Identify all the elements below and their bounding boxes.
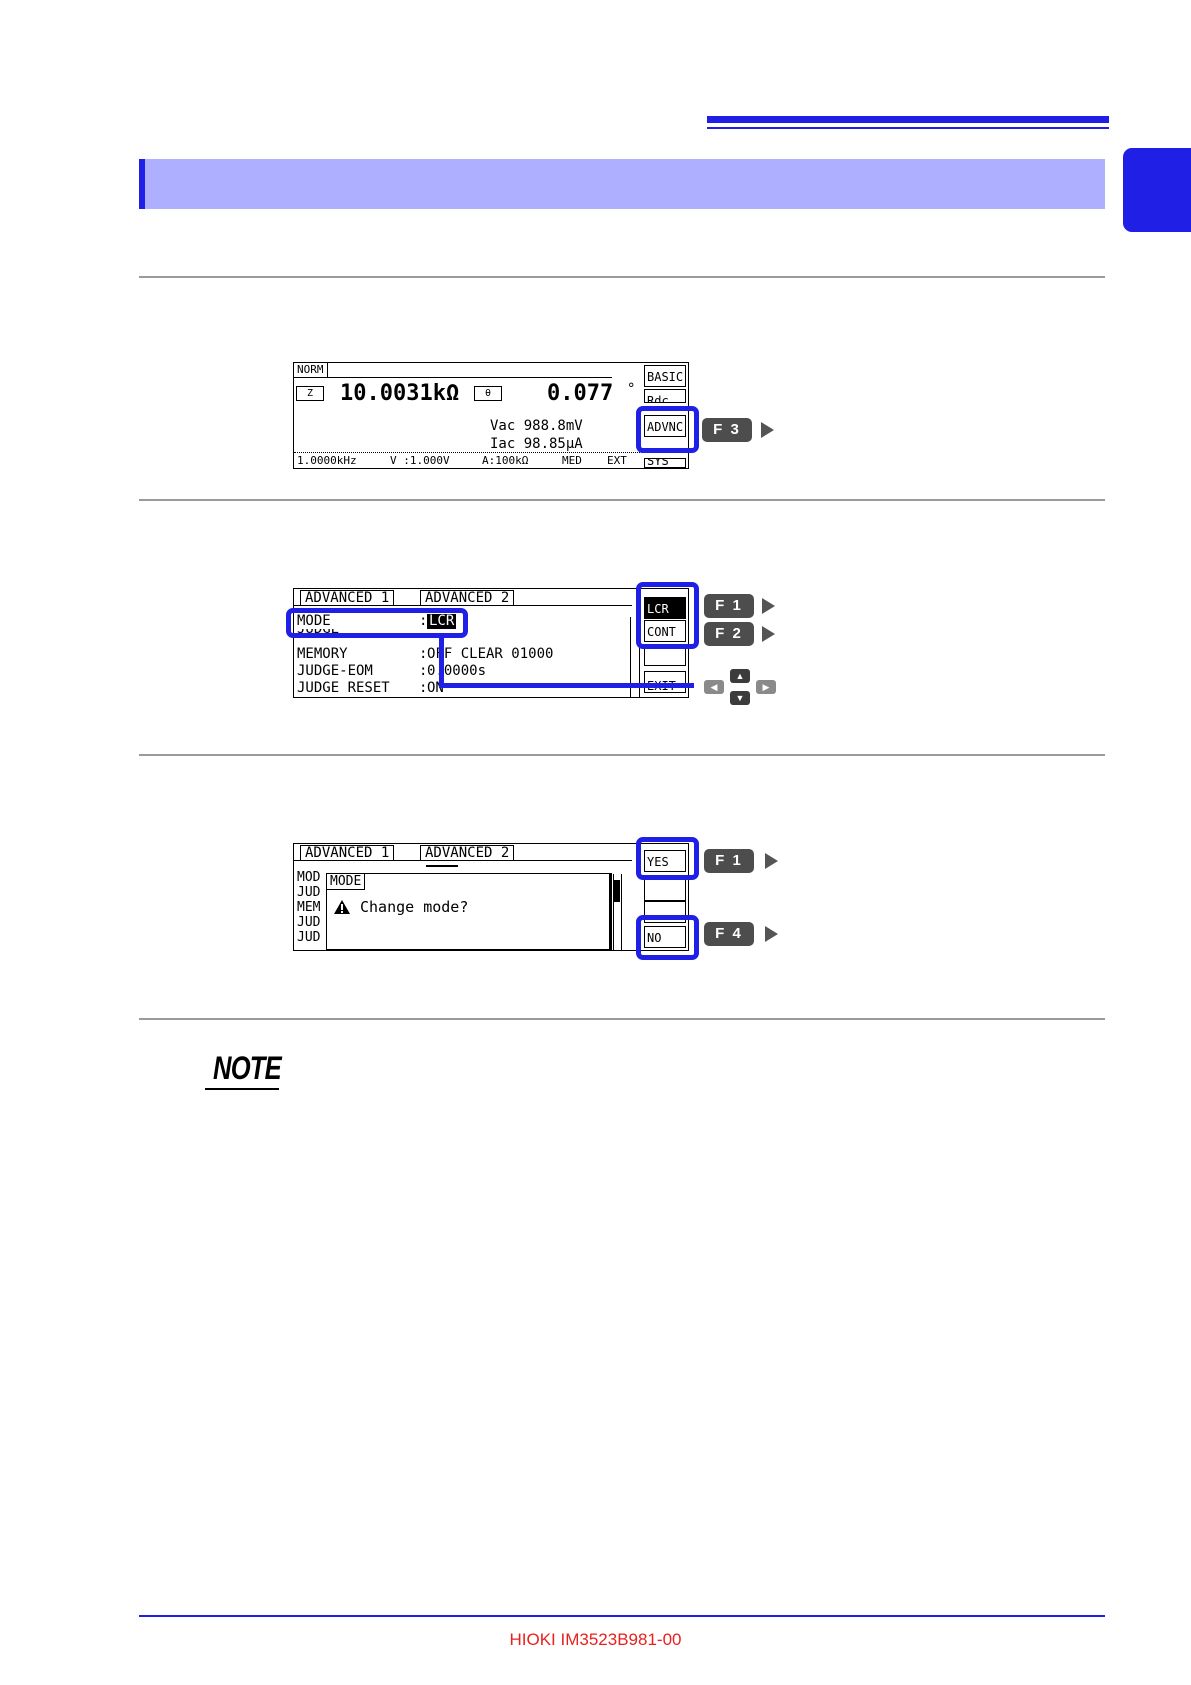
up-arrow-key-icon[interactable]: ▲ <box>730 669 750 683</box>
note-label: NOTE <box>213 1050 282 1086</box>
tab-underline <box>294 860 632 861</box>
row-label-1: MOD <box>297 870 321 885</box>
f1-arrow-icon <box>762 598 775 614</box>
section-title-band-edge <box>139 159 145 209</box>
softkey-rdc[interactable]: Rdc <box>644 389 686 403</box>
row-label-3: MEM <box>297 900 321 915</box>
connector-horizontal <box>439 683 694 688</box>
advnc-highlight <box>636 406 699 453</box>
f1-key[interactable]: F 1 <box>704 849 754 873</box>
row-label-4: JUD <box>297 915 321 930</box>
confirm-screen: ADVANCED 1 ADVANCED 2 MOD JUD MEM JUD JU… <box>293 843 689 951</box>
lcr-cont-highlight <box>636 582 699 649</box>
section-title-band <box>139 159 1105 209</box>
down-arrow-key-icon[interactable]: ▼ <box>730 691 750 705</box>
row-judge-eom-label: JUDGE-EOM <box>297 663 373 679</box>
softkey-cont[interactable]: CONT <box>644 620 686 642</box>
status-trigger: EXT <box>607 454 627 467</box>
softkey-yes[interactable]: YES <box>644 850 686 872</box>
param2-unit: ° <box>627 381 636 397</box>
row-judge-reset-sep: : <box>419 680 428 696</box>
header-rule-thin <box>707 127 1109 129</box>
f3-arrow-icon <box>761 422 774 438</box>
change-mode-dialog: MODE Change mode? <box>326 873 612 950</box>
f2-key[interactable]: F 2 <box>704 622 754 646</box>
yes-highlight <box>636 837 699 880</box>
step-separator-1 <box>139 276 1105 278</box>
softkey-sys[interactable]: SYS <box>644 458 686 468</box>
status-frequency: 1.0000kHz <box>297 454 357 467</box>
row-judge-eom-sep: : <box>419 663 428 679</box>
right-arrow-key-icon[interactable]: ▶ <box>756 680 776 694</box>
softkey-advnc[interactable]: ADVNC <box>644 415 686 437</box>
status-voltage: V :1.000V <box>390 454 450 467</box>
header-rule-thick <box>707 116 1109 123</box>
no-highlight <box>636 915 699 960</box>
row-label-2: JUD <box>297 885 321 900</box>
row-judge-reset-label: JUDGE RESET <box>297 680 390 696</box>
step-separator-3 <box>139 754 1105 756</box>
scrollbar[interactable] <box>613 874 622 950</box>
row-judge-label: JUDGE <box>297 629 339 635</box>
row-memory-label: MEMORY <box>297 646 348 662</box>
vac-readout: Vac 988.8mV <box>490 418 583 434</box>
row-memory-value[interactable]: OFF CLEAR 01000 <box>427 646 554 662</box>
row-memory-sep: : <box>419 646 428 662</box>
chapter-side-tab <box>1123 148 1191 232</box>
tab-advanced-1[interactable]: ADVANCED 1 <box>300 845 395 861</box>
dialog-message: Change mode? <box>360 898 469 916</box>
softkey-lcr[interactable]: LCR <box>644 597 686 619</box>
status-speed: MED <box>562 454 582 467</box>
softkey-exit[interactable]: EXIT <box>644 671 686 693</box>
row-mode-label: MODE <box>297 613 331 629</box>
row-mode-sep: : <box>419 613 428 629</box>
row-judge-eom-value[interactable]: 0.0000s <box>427 663 487 679</box>
f4-key[interactable]: F 4 <box>704 922 754 946</box>
left-arrow-key-icon[interactable]: ◀ <box>704 680 724 694</box>
status-bar-divider <box>294 452 644 453</box>
f2-arrow-icon <box>762 626 775 642</box>
f1-key[interactable]: F 1 <box>704 594 754 618</box>
connector-vertical <box>439 636 444 687</box>
param1-label-box: Z <box>296 386 324 401</box>
step-separator-4 <box>139 1018 1105 1020</box>
status-range: A:100kΩ <box>482 454 529 467</box>
tab-advanced-1[interactable]: ADVANCED 1 <box>300 590 395 606</box>
tab-cursor <box>426 865 458 867</box>
note-underline <box>205 1088 279 1090</box>
tab-line <box>312 377 612 378</box>
footer-rule <box>139 1615 1105 1617</box>
param1-value: 10.0031kΩ <box>340 381 460 406</box>
row-mode-value[interactable]: LCR <box>427 613 457 629</box>
tab-underline <box>294 605 632 606</box>
tab-advanced-2[interactable]: ADVANCED 2 <box>420 590 515 606</box>
step-separator-2 <box>139 499 1105 501</box>
tab-advanced-2[interactable]: ADVANCED 2 <box>420 845 515 861</box>
warning-icon <box>334 900 350 914</box>
scrollbar[interactable] <box>630 617 640 697</box>
param2-label-box: θ <box>474 386 502 401</box>
softkey-blank-2[interactable] <box>644 879 686 901</box>
param2-value: 0.077 <box>547 381 614 406</box>
f4-arrow-icon <box>765 926 778 942</box>
f1-arrow-icon <box>765 853 778 869</box>
mode-tab: NORM <box>294 363 328 378</box>
dialog-title: MODE <box>327 874 366 890</box>
iac-readout: Iac 98.85μA <box>490 436 583 452</box>
softkey-basic[interactable]: BASIC <box>644 365 686 387</box>
row-label-5: JUD <box>297 930 321 945</box>
softkey-no[interactable]: NO <box>644 926 686 948</box>
mode-row-highlight <box>286 608 468 638</box>
measurement-screen: NORM Z 10.0031kΩ θ 0.077 ° Vac 988.8mV I… <box>293 362 689 469</box>
f3-key[interactable]: F 3 <box>702 418 752 442</box>
advanced-screen: ADVANCED 1 ADVANCED 2 MODE : LCR JUDGE M… <box>293 588 689 698</box>
scrollbar-thumb[interactable] <box>613 880 620 902</box>
footer-document-id: HIOKI IM3523B981-00 <box>509 1630 682 1649</box>
